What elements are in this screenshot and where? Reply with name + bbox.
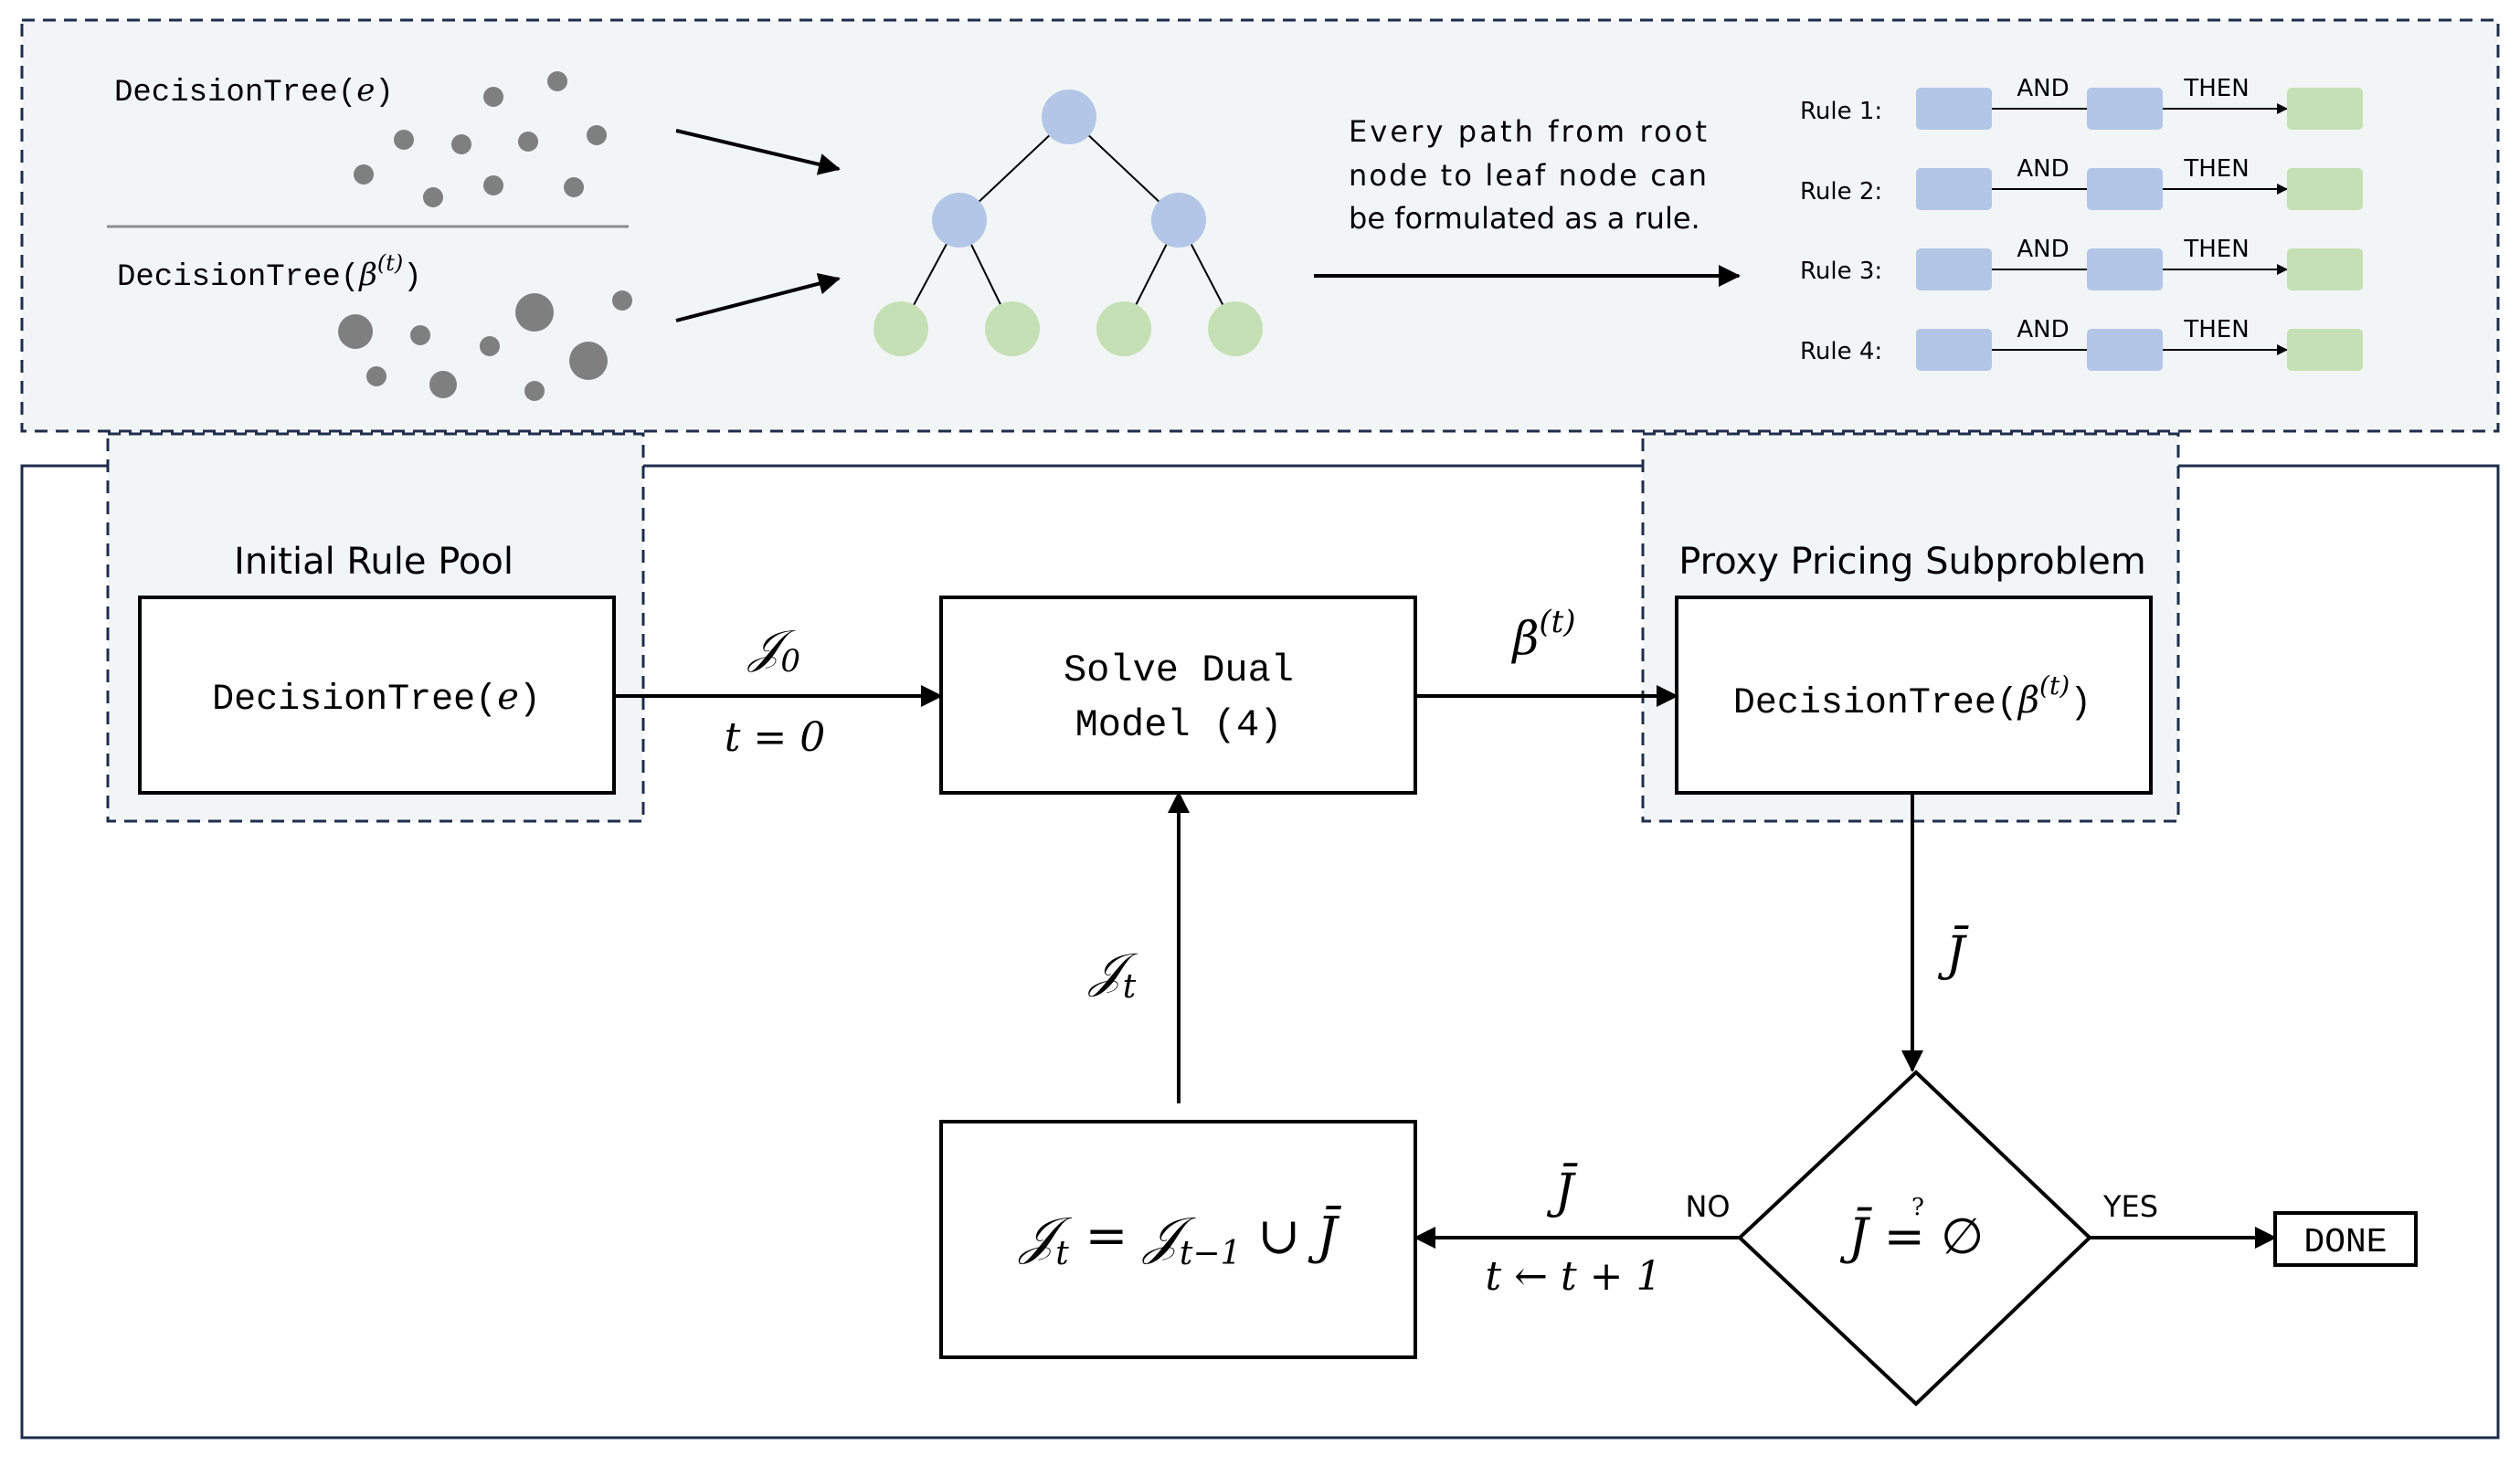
dataset-b-label: DecisionTree(β(t)) — [117, 250, 422, 295]
data-point — [612, 290, 632, 311]
yes-label: YES — [2102, 1189, 2158, 1224]
rule-and-label: AND — [2017, 236, 2069, 263]
dataset-a-label: DecisionTree(e) — [114, 72, 394, 111]
done-label: DONE — [2303, 1223, 2387, 1262]
rule-row: Rule 4: AND THEN — [1800, 316, 2363, 371]
rule-condition-box — [2087, 88, 2163, 130]
data-point — [518, 132, 538, 152]
rule-condition-box — [2087, 248, 2163, 290]
rule-condition-box — [1916, 248, 1992, 290]
data-point — [394, 130, 414, 150]
solve-dual-line-1: Solve Dual — [1064, 649, 1294, 692]
rule-label: Rule 2: — [1800, 178, 1882, 206]
tree-root-node — [1042, 90, 1096, 144]
no-label: NO — [1685, 1189, 1730, 1224]
data-point — [515, 293, 554, 332]
data-point — [423, 187, 443, 207]
data-point — [451, 134, 471, 154]
rule-outcome-box — [2287, 329, 2363, 371]
rule-list: Rule 1: AND THEN Rule 2: AND THEN Rule 3… — [1800, 75, 2363, 371]
tree-internal-node — [1151, 193, 1206, 248]
decision-question-mark: ? — [1911, 1194, 1924, 1221]
dataset-a-points — [354, 71, 607, 207]
loop-t-update-label: t ← t + 1 — [1485, 1253, 1661, 1300]
rule-condition-box — [1916, 88, 1992, 130]
caption-line-1: Every path from root — [1349, 114, 1707, 149]
rule-and-label: AND — [2017, 75, 2069, 102]
tree-leaf-node — [1096, 301, 1151, 356]
update-formula: 𝒥t = 𝒥t−1 ∪ J̄ — [1018, 1205, 1342, 1272]
rule-row: Rule 2: AND THEN — [1800, 155, 2363, 210]
rule-condition-box — [1916, 329, 1992, 371]
tree-leaf-node — [985, 301, 1040, 356]
initial-pool-title: Initial Rule Pool — [234, 541, 514, 583]
tree-leaf-node — [874, 301, 928, 356]
data-point — [483, 87, 503, 107]
data-point — [569, 342, 608, 380]
rule-condition-box — [1916, 168, 1992, 210]
data-point — [524, 381, 545, 401]
data-point — [429, 371, 457, 398]
data-point — [354, 164, 374, 185]
proxy-pricing-label: DecisionTree(β(t)) — [1733, 670, 2091, 724]
proxy-pricing-box — [1675, 596, 2153, 795]
tree-internal-node — [932, 193, 987, 248]
proxy-pricing-title: Proxy Pricing Subproblem — [1678, 541, 2145, 583]
decision-tree — [874, 90, 1263, 356]
caption-line-2: node to leaf node can — [1349, 158, 1707, 193]
rule-then-label: THEN — [2183, 155, 2249, 183]
rule-outcome-box — [2287, 248, 2363, 290]
data-point — [564, 177, 584, 197]
rule-condition-box — [2087, 329, 2163, 371]
rule-then-label: THEN — [2183, 316, 2249, 343]
tree-leaf-node — [1208, 301, 1263, 356]
data-point — [547, 71, 567, 91]
rule-outcome-box — [2287, 88, 2363, 130]
arrow-dataset-b-to-tree — [675, 272, 841, 322]
initial-pool-label: DecisionTree(e) — [212, 676, 541, 721]
rule-and-label: AND — [2017, 316, 2069, 343]
solve-dual-box — [939, 596, 1417, 795]
decision-diamond — [1737, 1070, 2092, 1407]
beta-label: β(t) — [1510, 604, 1575, 665]
arrow-dataset-a-to-tree — [675, 129, 841, 175]
done-box — [2273, 1211, 2418, 1267]
update-box — [939, 1120, 1417, 1359]
data-point — [587, 125, 607, 145]
data-point — [410, 325, 430, 345]
data-point — [483, 175, 503, 195]
dataset-b-points — [338, 290, 632, 401]
rule-and-label: AND — [2017, 155, 2069, 183]
caption-line-3: be formulated as a rule. — [1349, 201, 1700, 236]
rule-row: Rule 3: AND THEN — [1800, 236, 2363, 290]
data-point — [366, 366, 386, 386]
rule-row: Rule 1: AND THEN — [1800, 75, 2363, 130]
rule-then-label: THEN — [2183, 75, 2249, 102]
data-point — [338, 314, 373, 349]
rule-label: Rule 4: — [1800, 338, 1882, 365]
solve-dual-line-2: Model (4) — [1075, 703, 1283, 747]
rule-label: Rule 3: — [1800, 258, 1882, 285]
path-caption: Every path from root node to leaf node c… — [1349, 114, 1707, 236]
rule-outcome-box — [2287, 168, 2363, 210]
rule-then-label: THEN — [2183, 236, 2249, 263]
rule-condition-box — [2087, 168, 2163, 210]
rule-label: Rule 1: — [1800, 98, 1882, 125]
t-zero-label: t = 0 — [725, 714, 826, 761]
data-point — [480, 336, 500, 356]
initial-pool-box — [138, 596, 616, 795]
